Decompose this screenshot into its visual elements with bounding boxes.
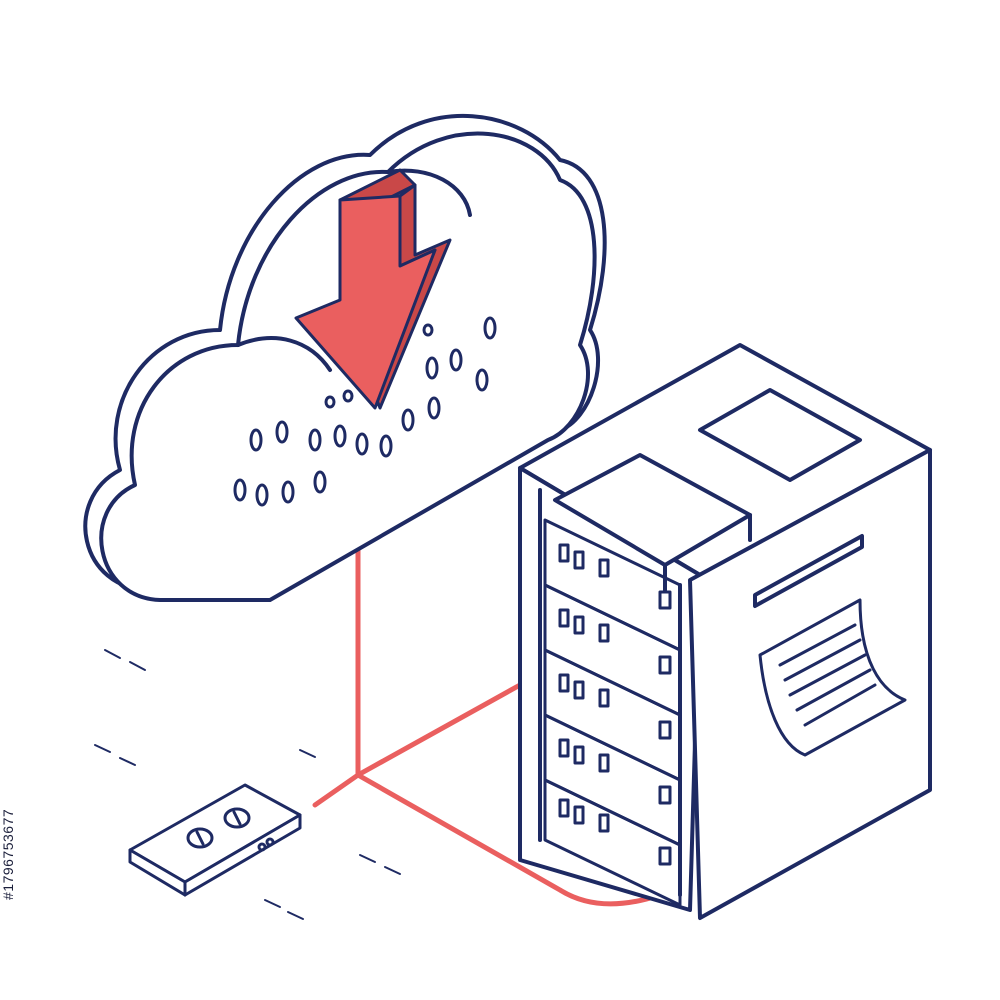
server-units [543, 518, 682, 907]
binary-digits [233, 316, 497, 507]
server-indicators [558, 543, 672, 866]
side-slot [753, 534, 864, 608]
motion-dashes [94, 649, 401, 920]
image-id-label: #1796753677 [0, 808, 16, 900]
power-outlet-icon [128, 783, 302, 897]
server-rack-icon [518, 343, 932, 920]
download-arrow-icon [294, 168, 452, 410]
paper-note-icon [758, 598, 907, 757]
cable-lines [312, 507, 663, 907]
